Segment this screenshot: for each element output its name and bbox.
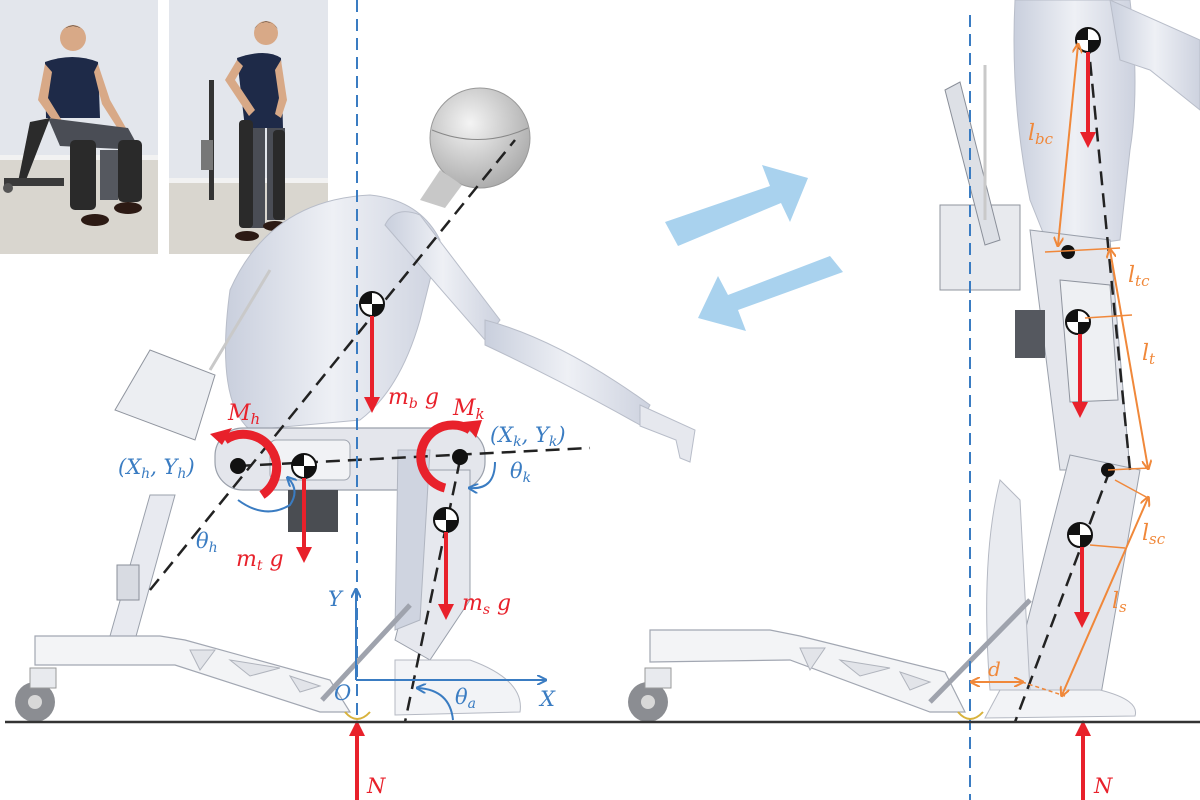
hip-moment-arc (222, 429, 282, 499)
theta-k-arc (470, 461, 496, 488)
mannequin-head (429, 87, 531, 189)
l-t-label: lt (1142, 341, 1156, 368)
l-tc-label: ltc (1128, 263, 1150, 290)
ankle-pushrod (320, 603, 412, 702)
left-sitting-diagram: Mh Mk (Xh, Yh) (Xk, Yk) θh θk θa mb g mt… (15, 0, 696, 800)
knee-moment-label: Mk (452, 396, 485, 423)
theta-h-label: θh (196, 529, 218, 556)
normal-force-label-right: N (1093, 774, 1113, 798)
theta-a-label: θa (455, 685, 476, 712)
photo-sitting (0, 0, 158, 254)
transition-arrows (665, 165, 843, 331)
mannequin-forearm (484, 319, 651, 426)
shank-weight-label: ms g (462, 591, 511, 618)
l-bc-label: lbc (1028, 121, 1054, 148)
origin-label: O (334, 681, 351, 705)
right-standing-diagram: lbc ltc lt lsc ls d N (628, 0, 1200, 800)
hip-joint (230, 458, 246, 474)
ground-contact-point (344, 711, 371, 720)
base-frame-standing (649, 629, 966, 713)
thigh-com-marker (291, 453, 317, 479)
y-axis-label: Y (328, 587, 344, 611)
backpack-unit (114, 349, 216, 441)
mannequin-arm-standing (1109, 0, 1200, 111)
knee-joint (452, 449, 468, 465)
l-s-label: ls (1112, 589, 1127, 616)
theta-k-label: θk (510, 459, 531, 486)
d-label: d (988, 657, 1001, 681)
thigh-strap (288, 490, 338, 532)
mannequin-torso (225, 194, 441, 431)
base-frame (34, 635, 352, 713)
normal-force-label-left: N (366, 774, 386, 798)
mannequin-foot-standing (984, 689, 1137, 719)
l-t-dimension (1110, 250, 1148, 468)
stand-to-sit-arrow-icon (698, 256, 843, 331)
hip-coordinate-label: (Xh, Yh) (118, 455, 195, 482)
theta-h-arc (237, 478, 295, 513)
l-s-dimension (1062, 498, 1148, 695)
mannequin-upper-arm (384, 211, 501, 341)
trunk-axis-line (149, 139, 516, 591)
thigh-axis-line (237, 446, 591, 468)
mannequin-foot (394, 659, 521, 716)
ground-contact-point-right (957, 711, 984, 720)
hip-joint-standing (1061, 245, 1075, 259)
l-sc-label: lsc (1142, 521, 1166, 548)
sit-to-stand-arrow-icon (665, 165, 808, 246)
hip-moment-label: Mh (227, 401, 260, 428)
body-com-marker (359, 291, 385, 317)
body-weight-label: mb g (388, 385, 439, 412)
thigh-weight-label: mt g (236, 547, 284, 574)
sitting-user-illustration (3, 25, 142, 226)
thigh-strap-standing (1015, 310, 1045, 358)
body-com-marker-standing (1075, 27, 1101, 53)
x-axis-label: X (538, 687, 556, 711)
mannequin-hand (639, 404, 696, 463)
shank-com-marker-standing (1067, 522, 1093, 548)
ankle-pushrod-standing (928, 598, 1032, 704)
standing-user-illustration (201, 21, 287, 241)
shank-com-marker (433, 507, 459, 533)
knee-coordinate-label: (Xk, Yk) (490, 423, 566, 450)
thigh-com-marker-standing (1065, 309, 1091, 335)
shank-axis-line (403, 459, 462, 723)
theta-a-arc (418, 688, 454, 721)
knee-moment-arc (416, 420, 473, 493)
l-bc-dimension (1058, 45, 1078, 245)
